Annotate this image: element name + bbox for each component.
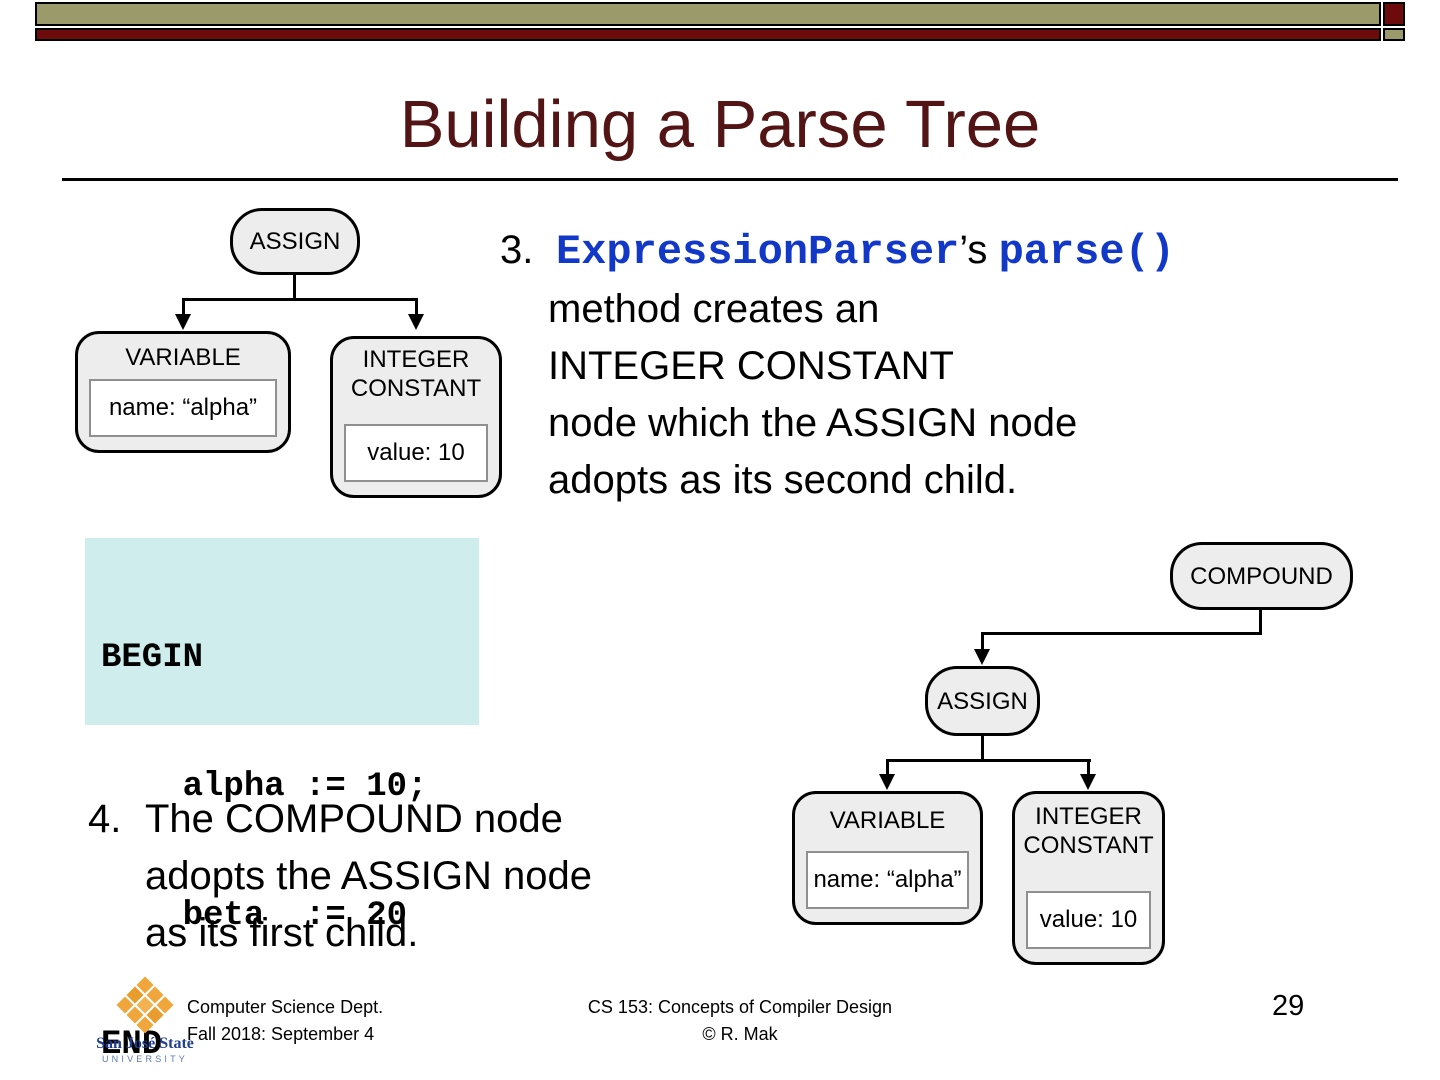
item3-line4: node which the ASSIGN node: [548, 401, 1078, 445]
tree2-connector-stem: [981, 735, 984, 762]
item3-apostrophe-s: ’s: [959, 228, 988, 272]
tree2-elbow-stem: [1259, 609, 1262, 635]
tree2-variable-attr: name: “alpha”: [813, 866, 962, 893]
page-title: Building a Parse Tree: [399, 87, 1041, 162]
tree2-integer-constant-attr-box: value: 10: [1026, 891, 1151, 949]
footer-department: Computer Science Dept. Fall 2018: Septem…: [187, 994, 383, 1048]
tree2-right-stub: [1087, 759, 1090, 776]
tree1-variable-node: VARIABLE name: “alpha”: [75, 331, 291, 453]
tree1-connector-stem: [293, 275, 296, 301]
code-line: beta := 20: [101, 897, 408, 935]
tree1-right-arrow-icon: [408, 314, 424, 330]
tree2-elbow-bar: [981, 632, 1262, 635]
tree2-integer-constant-label: INTEGER CONSTANT: [1023, 803, 1154, 859]
tree1-connector-bar: [182, 298, 417, 301]
footer-course: CS 153: Concepts of Compiler Design © R.…: [500, 994, 980, 1048]
top-bar-dark-red: [35, 28, 1381, 41]
item3-code-expressionparser: ExpressionParser: [556, 228, 960, 276]
tree1-variable-attr: name: “alpha”: [108, 394, 258, 421]
title-divider: [62, 178, 1398, 181]
footer-department-line1: Computer Science Dept.: [187, 997, 384, 1017]
tree1-integer-constant-attr: value: 10: [367, 439, 465, 466]
tree2-connector-bar: [886, 759, 1091, 762]
tree1-assign-node: ASSIGN: [230, 208, 360, 275]
source-code-block: BEGIN alpha := 10; beta := 20 END: [85, 538, 479, 1064]
item4-line2: adopts the ASSIGN node: [145, 854, 592, 898]
item3-line5: adopts as its second child.: [548, 458, 1018, 502]
tree2-variable-label: VARIABLE: [829, 807, 946, 834]
tree1-integer-constant-attr-box: value: 10: [344, 424, 488, 482]
item4-line1-text: The COMPOUND node: [145, 797, 563, 841]
tree2-assign-node: ASSIGN: [925, 666, 1040, 736]
code-line: alpha := 10;: [101, 768, 428, 806]
page-number: 29: [1272, 990, 1305, 1022]
tree2-left-stub: [886, 759, 889, 776]
tree2-variable-attr-box: name: “alpha”: [806, 851, 969, 909]
tree2-compound-label: COMPOUND: [1190, 562, 1333, 590]
item3-line1: 3. ExpressionParser’s parse(): [500, 222, 1320, 281]
item4-line1: 4. The COMPOUND node: [88, 791, 748, 848]
tree1-integer-constant-label: INTEGER CONSTANT: [350, 346, 482, 402]
code-line: END: [101, 1026, 163, 1064]
item3-number: 3.: [500, 228, 534, 272]
top-bar-olive: [35, 2, 1381, 26]
tree2-right-arrow-icon: [1080, 774, 1096, 790]
item4-line3: as its first child.: [145, 911, 419, 955]
item3-text-block: 3. ExpressionParser’s parse() method crea…: [500, 222, 1320, 509]
footer-copyright: © R. Mak: [702, 1024, 778, 1044]
tree1-assign-label: ASSIGN: [249, 228, 341, 255]
tree2-elbow-stub: [981, 632, 984, 651]
tree1-integer-constant-node: INTEGER CONSTANT value: 10: [330, 336, 502, 498]
top-bar-olive-square: [1383, 28, 1405, 41]
tree1-left-arrow-icon: [175, 314, 191, 330]
footer-course-line1: CS 153: Concepts of Compiler Design: [587, 997, 893, 1017]
top-bar-red-square: [1383, 2, 1405, 26]
item3-code-parse: parse(): [998, 228, 1175, 276]
tree2-integer-constant-attr: value: 10: [1039, 906, 1138, 933]
tree1-variable-label: VARIABLE: [125, 344, 241, 371]
tree2-assign-arrow-icon: [974, 649, 990, 665]
sjsu-logo: San José State UNIVERSITY: [70, 976, 220, 1064]
tree1-right-stub: [415, 298, 418, 316]
tree1-variable-attr-box: name: “alpha”: [89, 379, 277, 437]
code-line: BEGIN: [101, 639, 204, 677]
sjsu-diamond-icon: [116, 976, 174, 1034]
tree2-integer-constant-node: INTEGER CONSTANT value: 10: [1012, 791, 1165, 965]
item3-line2: method creates an: [548, 287, 880, 331]
sjsu-logo-university: UNIVERSITY: [101, 1054, 188, 1064]
tree2-assign-label: ASSIGN: [937, 687, 1028, 715]
tree2-variable-node: VARIABLE name: “alpha”: [792, 791, 983, 925]
sjsu-logo-name: San José State: [96, 1035, 194, 1052]
item3-line3: INTEGER CONSTANT: [548, 344, 954, 388]
footer-department-line2: Fall 2018: September 4: [187, 1024, 375, 1044]
item4-text-block: 4. The COMPOUND node adopts the ASSIGN no…: [88, 791, 748, 962]
item4-number: 4.: [88, 797, 122, 841]
tree2-compound-node: COMPOUND: [1170, 542, 1353, 610]
tree1-left-stub: [182, 298, 185, 316]
tree2-left-arrow-icon: [879, 774, 895, 790]
